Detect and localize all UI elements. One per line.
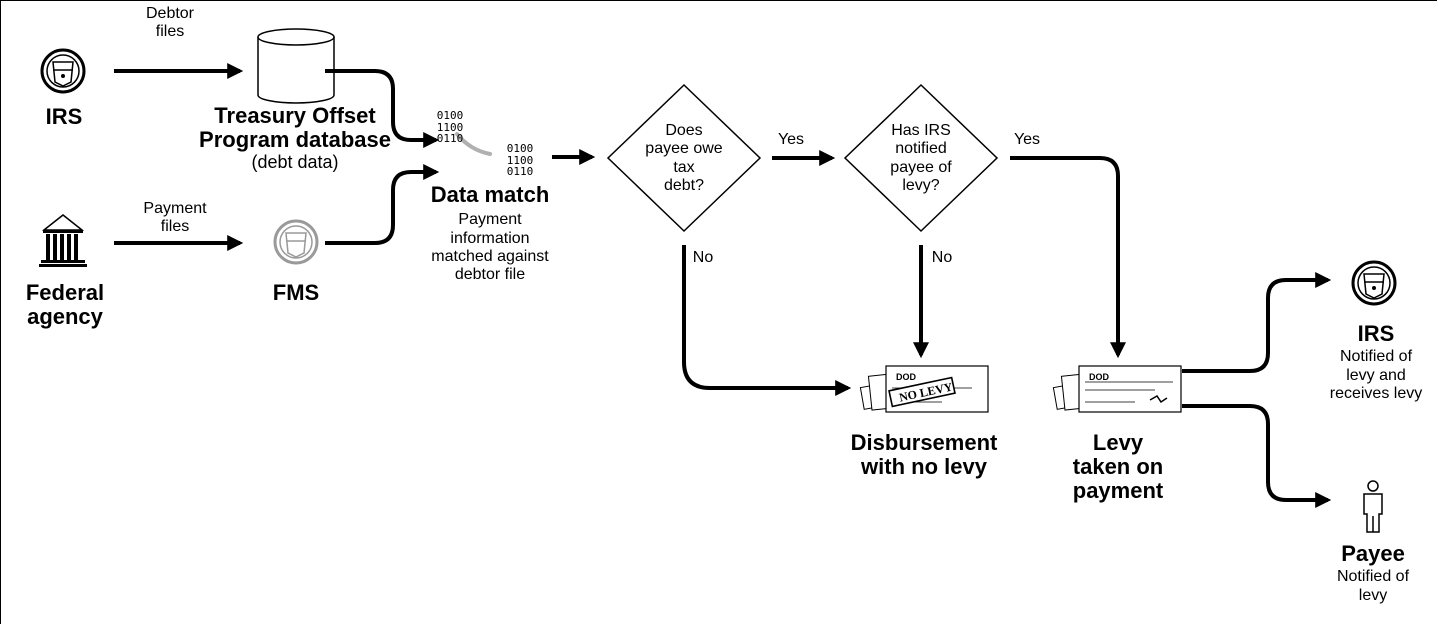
database-cylinder-icon bbox=[257, 28, 335, 104]
match-arc bbox=[455, 132, 492, 156]
decision2-yes-label: Yes bbox=[1013, 131, 1041, 148]
decision1-line3: debt? bbox=[663, 177, 705, 195]
federal-agency-line2: agency bbox=[27, 304, 103, 330]
no-levy-label: Disbursement with no levy bbox=[846, 430, 1002, 480]
decision2-line2: payee of bbox=[890, 158, 952, 176]
person-icon bbox=[1363, 480, 1383, 533]
irs-result-seal-icon bbox=[1351, 260, 1397, 306]
binary-bottom-2: 0110 bbox=[506, 165, 534, 179]
data-match-desc-1: information bbox=[450, 229, 530, 247]
decision1-no-label: No bbox=[692, 249, 714, 266]
payment-files-line1: Payment bbox=[143, 200, 207, 217]
payee-result-label: Payee Notified of levy bbox=[1325, 541, 1421, 605]
binary-top-2: 0110 bbox=[436, 132, 464, 146]
data-match-label: Data match Payment information matched a… bbox=[420, 182, 560, 285]
arrow-db-to-match bbox=[325, 69, 440, 148]
fms-seal-icon bbox=[273, 219, 319, 265]
data-match-desc-0: Payment bbox=[458, 211, 522, 229]
arrow-levy-to-irs bbox=[1182, 272, 1332, 373]
irs-result-desc-2: receives levy bbox=[1329, 384, 1423, 402]
arrow-yes-2 bbox=[1010, 156, 1126, 359]
irs-result-label: IRS Notified of levy and receives levy bbox=[1320, 321, 1432, 403]
no-levy-check-label: DOD bbox=[896, 372, 916, 382]
binary-top: 0100 1100 0110 bbox=[432, 110, 468, 145]
payee-result-desc-0: Notified of bbox=[1336, 568, 1410, 586]
check-stack-icon bbox=[859, 365, 989, 413]
irs-result-desc-1: levy and bbox=[1346, 366, 1406, 384]
payee-result-title: Payee bbox=[1341, 541, 1405, 566]
decision1-line1: payee owe bbox=[645, 140, 723, 158]
no-levy-line0: Disbursement bbox=[850, 430, 998, 455]
irs-source-label: IRS bbox=[45, 104, 83, 129]
federal-agency-line1: Federal bbox=[25, 280, 105, 305]
payment-files-label: Payment files bbox=[140, 200, 210, 237]
treasury-seal-icon bbox=[40, 48, 86, 94]
debtor-files-line1: Debtor bbox=[145, 5, 195, 22]
levy-taken-line2: payment bbox=[1072, 478, 1164, 504]
government-building-icon bbox=[39, 214, 87, 267]
decision2-text: Has IRS notified payee of levy? bbox=[876, 122, 966, 196]
irs-result-title: IRS bbox=[1357, 321, 1395, 346]
levy-taken-line1: taken on bbox=[1072, 454, 1164, 480]
levy-check-label: DOD bbox=[1089, 372, 1109, 382]
levy-taken-line0: Levy bbox=[1092, 430, 1144, 455]
fms-label: FMS bbox=[272, 280, 320, 305]
arrow-no-1 bbox=[682, 245, 852, 396]
binary-top-1: 1100 bbox=[436, 120, 464, 134]
levy-check-stack-icon bbox=[1052, 365, 1182, 413]
decision1-line0: Does bbox=[665, 122, 703, 139]
data-match-desc-2: matched against bbox=[431, 247, 549, 265]
data-match-desc-3: debtor file bbox=[454, 266, 526, 284]
irs-result-desc-0: Notified of bbox=[1339, 348, 1413, 366]
decision2-line3: levy? bbox=[902, 177, 940, 195]
decision1-line2: tax bbox=[673, 158, 695, 176]
binary-bottom-0: 0100 bbox=[506, 142, 534, 155]
database-title-line2: Program database bbox=[199, 127, 391, 153]
decision2-no-label: No bbox=[931, 249, 953, 266]
database-label: Treasury Offset Program database (debt d… bbox=[190, 103, 400, 173]
data-match-title: Data match bbox=[430, 182, 550, 207]
database-subtitle: (debt data) bbox=[251, 152, 339, 173]
no-levy-line1: with no levy bbox=[861, 454, 987, 480]
binary-bottom-1: 1100 bbox=[506, 153, 534, 167]
payee-result-desc-1: levy bbox=[1358, 586, 1388, 604]
arrow-fms-to-match bbox=[325, 164, 440, 245]
levy-taken-label: Levy taken on payment bbox=[1060, 430, 1176, 504]
database-title-line1: Treasury Offset bbox=[214, 103, 376, 128]
payment-files-line2: files bbox=[160, 218, 190, 236]
debtor-files-label: Debtor files bbox=[140, 5, 200, 42]
decision2-diamond bbox=[843, 83, 999, 233]
binary-bottom: 0100 1100 0110 bbox=[502, 143, 538, 178]
binary-top-0: 0100 bbox=[436, 109, 464, 122]
decision1-diamond bbox=[606, 83, 762, 233]
federal-agency-label: Federal agency bbox=[20, 280, 110, 330]
decision1-text: Does payee owe tax debt? bbox=[639, 122, 729, 196]
decision2-line1: notified bbox=[895, 140, 947, 158]
arrow-levy-to-payee bbox=[1182, 404, 1332, 508]
debtor-files-line2: files bbox=[155, 23, 185, 41]
decision2-line0: Has IRS bbox=[891, 122, 951, 139]
decision1-yes-label: Yes bbox=[777, 131, 805, 148]
